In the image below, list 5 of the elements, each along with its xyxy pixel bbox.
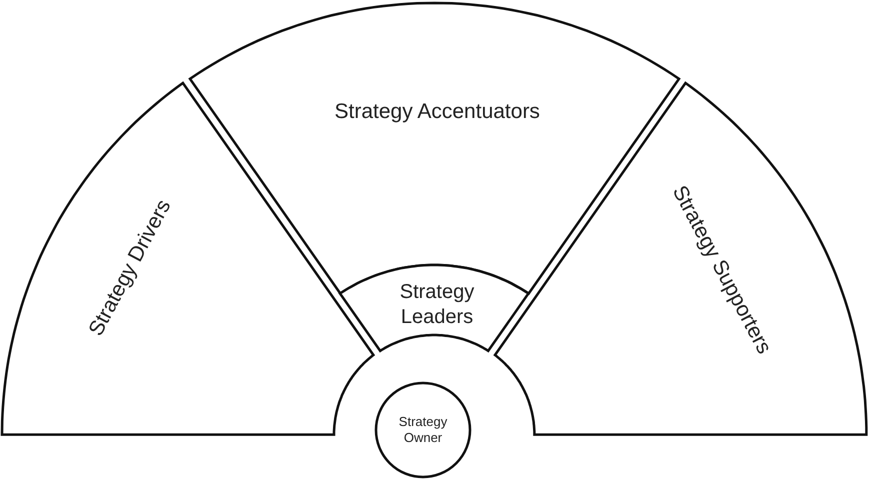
center-circle	[376, 383, 470, 477]
segment-label: Strategy Owner	[398, 414, 448, 446]
segment-label: Strategy Leaders	[398, 280, 476, 330]
sector-segment	[340, 265, 528, 351]
segment-label: Strategy Accentuators	[334, 100, 540, 124]
